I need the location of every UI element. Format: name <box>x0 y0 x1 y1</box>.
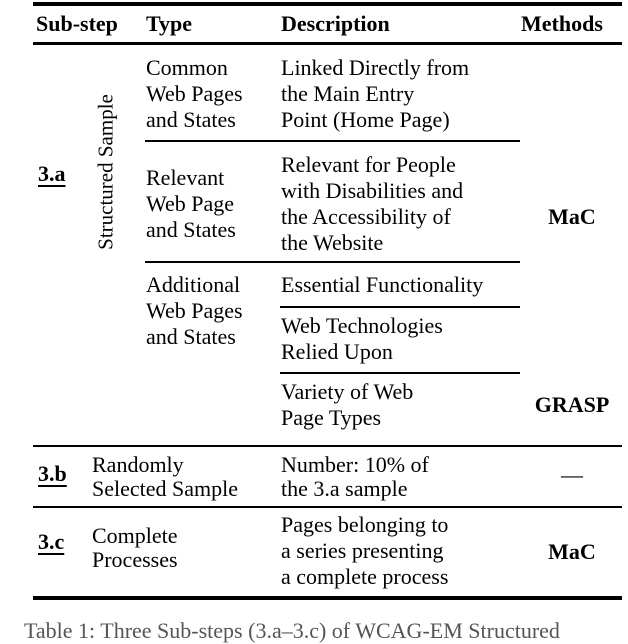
desc-linked-directly: Linked Directly from the Main Entry Poin… <box>281 55 470 132</box>
substep-3a-label: 3.a <box>38 161 66 186</box>
type-randomly-selected: Randomly Selected Sample <box>92 452 239 501</box>
desc-web-technologies: Web Technologies Relied Upon <box>281 313 443 364</box>
desc-relevant-disabilities: Relevant for People with Disabilities an… <box>281 152 464 255</box>
method-grasp: GRASP <box>534 392 610 417</box>
desc-variety-page-types: Variety of Web Page Types <box>281 379 414 430</box>
substep-3b-label: 3.b <box>38 461 67 486</box>
table-bottom-rule <box>33 596 622 600</box>
type-complete-processes: Complete Processes <box>92 523 178 572</box>
header-substep: Sub-step <box>36 11 118 36</box>
header-methods: Methods <box>521 11 603 36</box>
rotated-structured-sample-label: Structured Sample <box>93 94 118 250</box>
type-common-web-pages: Common Web Pages and States <box>146 55 243 132</box>
desc-essential-functionality: Essential Functionality <box>281 272 484 297</box>
midrule-common-relevant <box>145 140 520 142</box>
midrule-essential-webtech <box>280 306 520 308</box>
midrule-relevant-additional <box>145 261 520 263</box>
desc-number-10pct: Number: 10% of the 3.a sample <box>281 452 429 501</box>
header-bottom-rule <box>33 42 622 45</box>
type-relevant-web-page: Relevant Web Page and States <box>146 165 236 242</box>
method-mac-3a: MaC <box>548 204 596 229</box>
rule-above-3c <box>33 506 622 508</box>
type-additional-web-pages: Additional Web Pages and States <box>146 272 243 349</box>
method-mac-3c: MaC <box>548 539 596 564</box>
header-type: Type <box>146 11 193 36</box>
rule-above-3b <box>33 445 622 447</box>
table-top-rule <box>33 2 622 6</box>
header-description: Description <box>281 11 390 36</box>
midrule-webtech-variety <box>280 372 520 374</box>
substep-3c-label: 3.c <box>38 529 65 554</box>
table-caption-clipped: Table 1: Three Sub-steps (3.a–3.c) of WC… <box>24 618 560 643</box>
method-dash-3b: — <box>561 462 583 487</box>
desc-pages-belonging: Pages belonging to a series presenting a… <box>281 512 449 589</box>
